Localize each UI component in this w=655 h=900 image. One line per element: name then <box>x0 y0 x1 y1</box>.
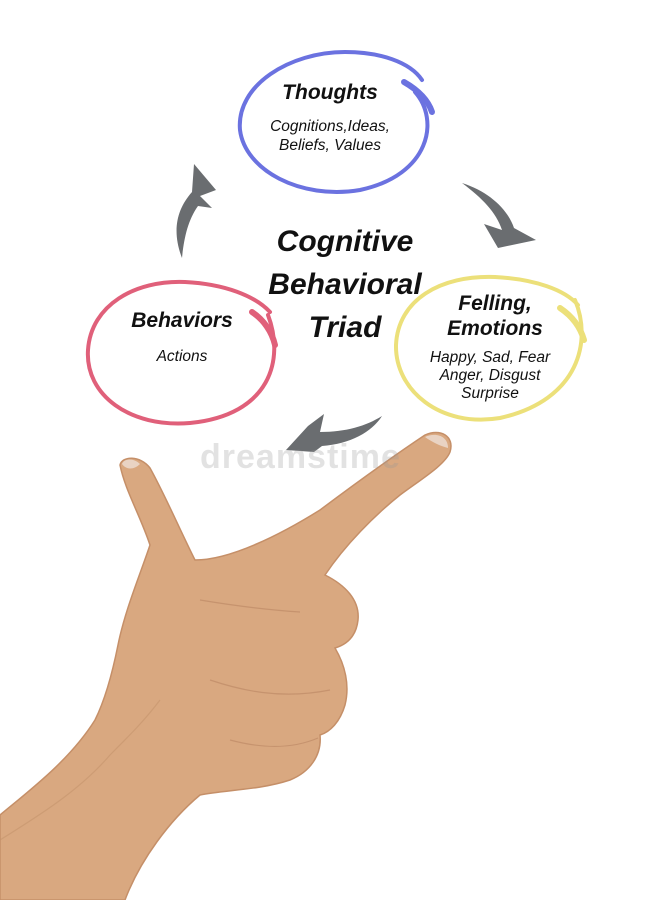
watermark-text: dreamstime <box>200 438 401 476</box>
behaviors-ellipse <box>85 279 278 426</box>
feelings-ellipse <box>393 274 587 422</box>
pointing-hand-image <box>0 431 452 900</box>
thoughts-line-1: Cognitions,Ideas, <box>270 118 390 135</box>
thoughts-ellipse <box>237 49 435 194</box>
behaviors-title: Behaviors <box>131 309 233 332</box>
title-line-1: Cognitive <box>276 225 414 258</box>
title-line-3: Triad <box>308 311 382 344</box>
arrow-feelings-to-behaviors <box>286 414 382 452</box>
feelings-body: Happy, Sad, Fear Anger, Disgust Surprise <box>408 349 572 403</box>
feelings-title-line-2: Emotions <box>447 317 543 340</box>
thoughts-line-2: Beliefs, Values <box>279 137 381 154</box>
thoughts-body: Cognitions,Ideas, Beliefs, Values <box>250 117 410 155</box>
feelings-title: Felling, Emotions <box>415 291 575 341</box>
behaviors-body: Actions <box>156 348 208 365</box>
feelings-line-2: Anger, Disgust <box>439 367 541 384</box>
arrow-behaviors-to-thoughts <box>176 164 216 258</box>
feelings-line-1: Happy, Sad, Fear <box>429 349 551 366</box>
diagram-title: Cognitive Behavioral Triad <box>250 220 440 349</box>
feelings-title-line-1: Felling, <box>458 292 532 315</box>
arrow-thoughts-to-feelings <box>462 183 536 248</box>
feelings-line-3: Surprise <box>461 385 519 402</box>
title-line-2: Behavioral <box>268 268 422 301</box>
thoughts-title: Thoughts <box>282 81 378 104</box>
